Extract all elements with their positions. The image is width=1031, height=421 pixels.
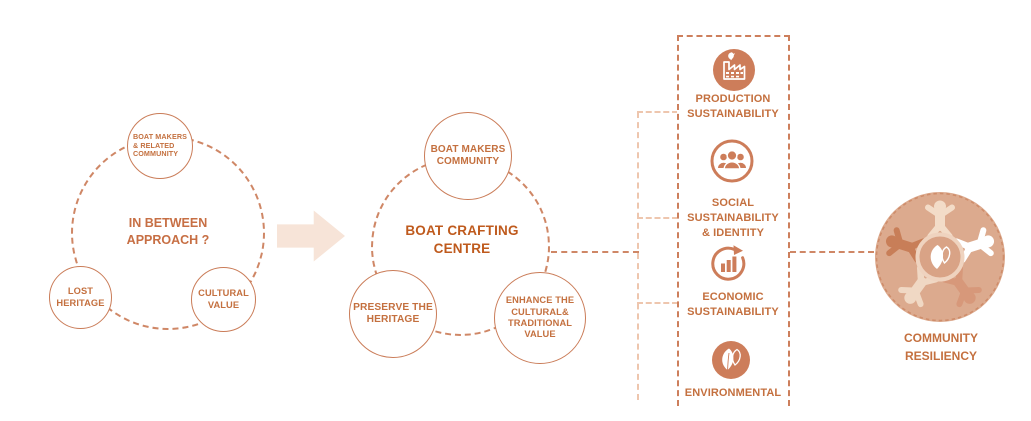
- people-icon: [709, 138, 755, 189]
- environmental-label: ENVIRONMENTAL: [684, 387, 782, 399]
- node-boat-makers-related-community: BOAT MAKERS & RELATED COMMUNITY: [127, 113, 193, 179]
- node-lost-heritage-label: LOST HERITAGE: [56, 286, 105, 308]
- node-preserve-heritage-label: PRESERVE THE HERITAGE: [353, 301, 433, 325]
- community-resiliency-label: COMMUNITY RESILIENCY: [904, 331, 978, 363]
- factory-icon: [712, 48, 756, 97]
- production-sustainability-label: PRODUCTION SUSTAINABILITY: [687, 93, 779, 120]
- bracket-vertical-line: [637, 112, 639, 400]
- connector-centre-to-column: [551, 251, 639, 253]
- in-between-approach-title: IN BETWEEN APPROACH ?: [126, 216, 210, 247]
- growth-chart-icon: [708, 243, 750, 290]
- right-arrow-icon: [277, 210, 345, 262]
- node-cultural-value: CULTURAL VALUE: [191, 267, 256, 332]
- community-resiliency-icon: [874, 191, 1006, 328]
- node-enhance-cultural-value: ENHANCE THE CULTURAL& TRADITIONAL VALUE: [494, 272, 586, 364]
- social-sustainability-label: SOCIAL SUSTAINABILITY & IDENTITY: [687, 197, 779, 239]
- economic-sustainability-label: ECONOMIC SUSTAINABILITY: [687, 291, 779, 318]
- bracket-stub-social: [637, 217, 678, 219]
- center-leaf-icon: [930, 245, 951, 269]
- bracket-stub-production: [637, 111, 678, 113]
- connector-column-to-resiliency: [790, 251, 874, 253]
- node-boat-makers-community-label: BOAT MAKERS COMMUNITY: [430, 143, 506, 167]
- node-boat-makers-community: BOAT MAKERS COMMUNITY: [424, 112, 512, 200]
- bracket-stub-economic: [637, 302, 678, 304]
- node-cultural-value-label: CULTURAL VALUE: [198, 288, 249, 310]
- node-preserve-heritage: PRESERVE THE HERITAGE: [349, 270, 437, 358]
- node-boat-makers-related-community-label: BOAT MAKERS & RELATED COMMUNITY: [132, 131, 188, 159]
- node-lost-heritage: LOST HERITAGE: [49, 266, 112, 329]
- boat-crafting-centre-title: BOAT CRAFTING CENTRE: [405, 223, 519, 256]
- node-enhance-cultural-value-label: ENHANCE THE CULTURAL& TRADITIONAL VALUE: [505, 295, 575, 340]
- leaf-icon: [711, 340, 751, 385]
